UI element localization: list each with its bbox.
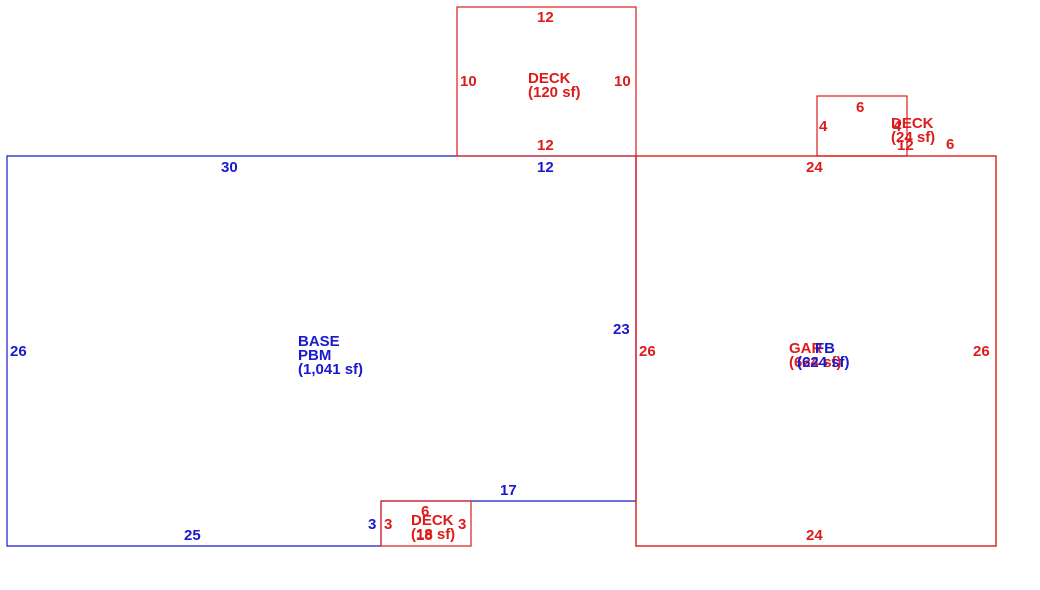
deck-small-label: DECK — [891, 115, 934, 132]
garage-label: GAR — [789, 340, 823, 357]
dim-garage-bottom: 24 — [806, 527, 823, 544]
dim-base-notch-top: 17 — [500, 482, 517, 499]
deck-small-area: (24 sf) — [891, 129, 935, 146]
dim-deck-bottom-left: 3 — [384, 516, 392, 533]
dim-garage-right: 26 — [973, 343, 990, 360]
dim-deck-small-left: 4 — [819, 118, 828, 135]
fb-area: (624 sf) — [797, 354, 850, 371]
deck-top-area: (120 sf) — [528, 84, 581, 101]
dim-base-left: 26 — [10, 343, 27, 360]
dim-deck-top-right: 10 — [614, 73, 631, 90]
deck-bottom-outline — [380, 500, 472, 547]
dim-deck-bottom-top: 6 — [421, 503, 429, 520]
dim-deck-bottom-right: 3 — [458, 516, 466, 533]
dim-base-top-right: 12 — [537, 159, 554, 176]
deck-bottom-area: (18 sf) — [411, 526, 455, 543]
dim-base-notch-side: 3 — [368, 516, 376, 533]
fb-label: FB — [815, 340, 835, 357]
dim-deck-top-bottom: 12 — [537, 137, 554, 154]
garage-area: (624 sf) — [789, 354, 842, 371]
deck-top-label: DECK — [528, 70, 571, 87]
deck-top-outline — [456, 6, 637, 157]
dim-base-right-upper: 23 — [613, 321, 630, 338]
dim-base-bottom: 25 — [184, 527, 201, 544]
dim-garage-left: 26 — [639, 343, 656, 360]
garage-outline — [635, 155, 997, 547]
dim-deck-bottom-bottom: 18 — [416, 527, 433, 544]
base-label: BASE — [298, 333, 340, 350]
base-sublabel: PBM — [298, 347, 331, 364]
dim-deck-small-right: 4 — [893, 118, 902, 135]
dim-deck-top-top: 12 — [537, 9, 554, 26]
dim-garage-top: 24 — [806, 159, 823, 176]
dim-deck-small-bottom-right: 6 — [946, 136, 954, 153]
dim-deck-top-left: 10 — [460, 73, 477, 90]
dim-deck-small-top: 6 — [856, 99, 864, 116]
deck-bottom-label: DECK — [411, 512, 454, 529]
base-area: (1,041 sf) — [298, 361, 363, 378]
dim-base-top-left: 30 — [221, 159, 238, 176]
dim-deck-small-bottom: 12 — [897, 137, 914, 154]
